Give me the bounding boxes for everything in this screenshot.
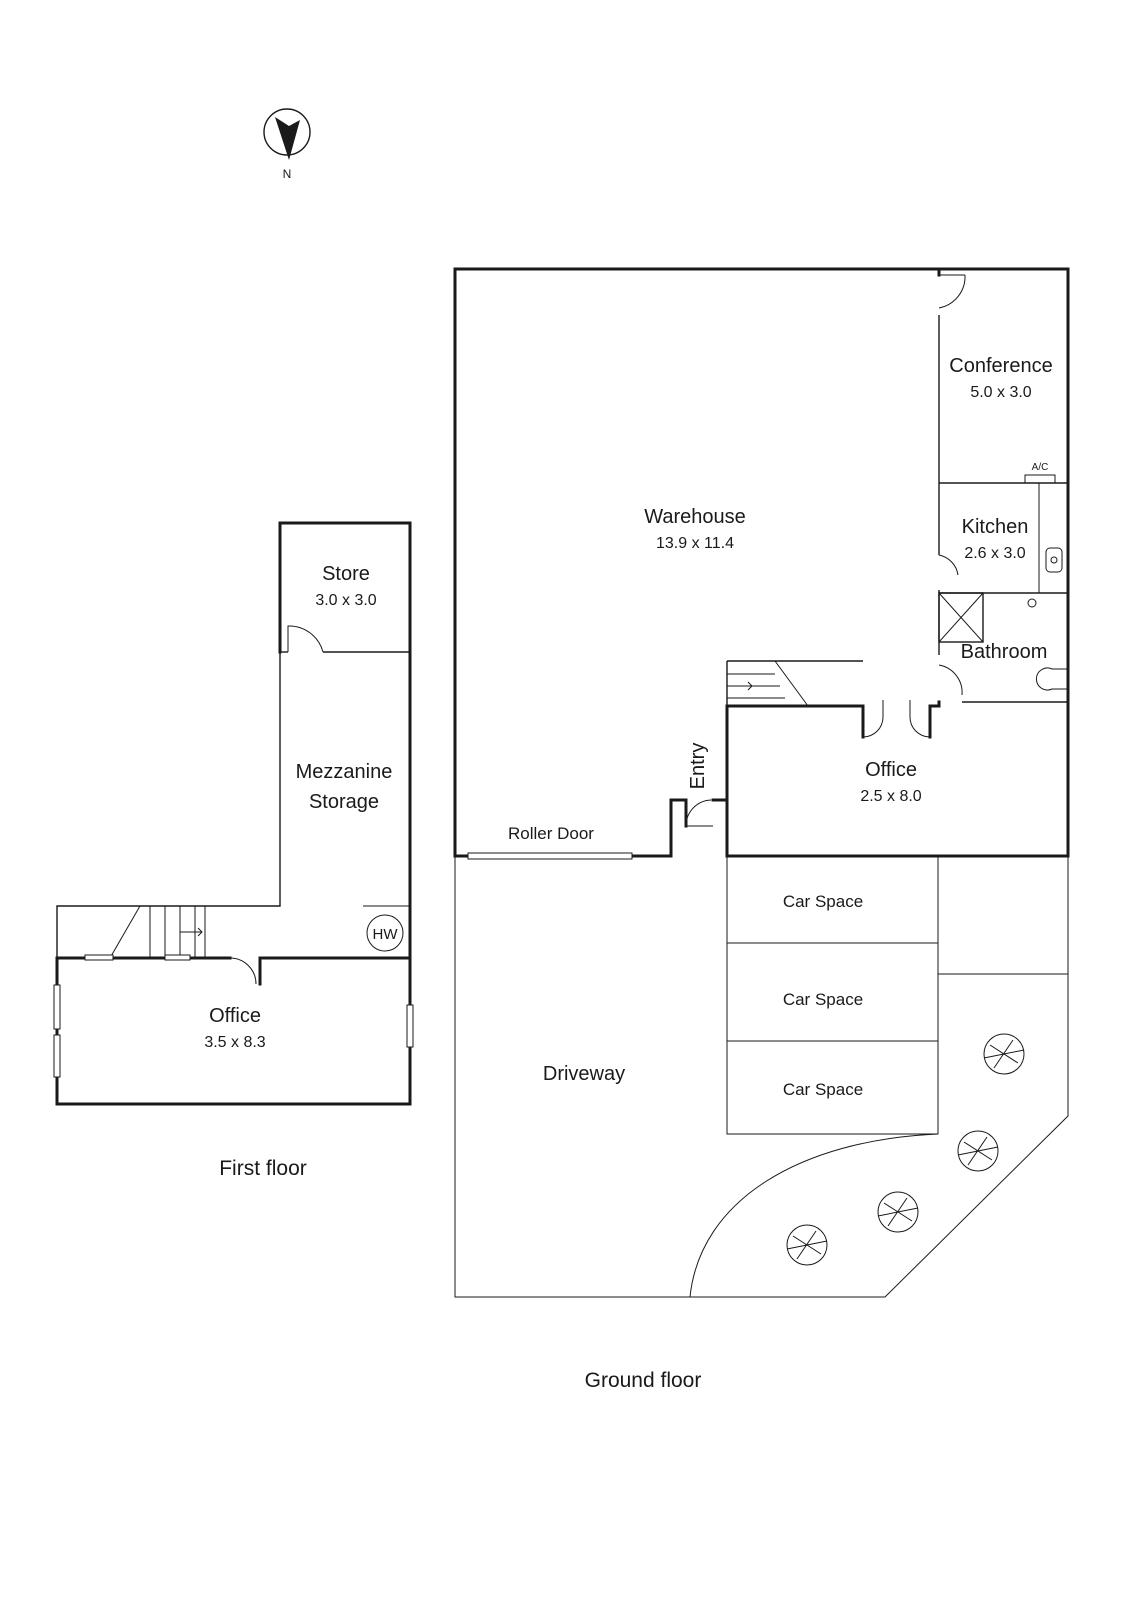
warehouse-label: Warehouse <box>644 506 746 528</box>
tree-icon <box>957 1130 999 1172</box>
first-office-label: Office <box>209 1005 261 1027</box>
entry-label: Entry <box>687 743 709 790</box>
compass-label: N <box>283 167 292 181</box>
ac-label: A/C <box>1032 462 1049 473</box>
office-dims: 2.5 x 8.0 <box>860 788 921 805</box>
conference-label: Conference <box>949 355 1052 377</box>
car-space-label: Car Space <box>783 990 863 1009</box>
car-space-label: Car Space <box>783 892 863 911</box>
mezzanine-label-line2: Storage <box>309 791 379 813</box>
car-space-label: Car Space <box>783 1080 863 1099</box>
north-compass-icon: N <box>263 108 311 181</box>
tree-icon <box>983 1033 1025 1075</box>
roller-door-label: Roller Door <box>508 824 594 843</box>
bathroom-label: Bathroom <box>961 641 1048 663</box>
first-floor-caption: First floor <box>219 1157 307 1180</box>
store-label: Store <box>322 563 370 585</box>
tree-icon <box>877 1191 919 1233</box>
ground-floor-caption: Ground floor <box>585 1369 702 1392</box>
store-dims: 3.0 x 3.0 <box>315 592 376 609</box>
mezzanine-label: Mezzanine <box>296 761 393 783</box>
warehouse-dims: 13.9 x 11.4 <box>656 535 734 552</box>
ground-floor-plan <box>453 267 1070 1298</box>
kitchen-label: Kitchen <box>962 516 1029 538</box>
first-floor-plan <box>53 521 414 1106</box>
kitchen-dims: 2.6 x 3.0 <box>964 545 1025 562</box>
tree-icon <box>786 1224 828 1266</box>
hot-water-label: HW <box>373 926 399 943</box>
conference-dims: 5.0 x 3.0 <box>970 384 1031 401</box>
office-label: Office <box>865 759 917 781</box>
first-office-dims: 3.5 x 8.3 <box>204 1034 265 1051</box>
driveway-label: Driveway <box>543 1063 625 1085</box>
